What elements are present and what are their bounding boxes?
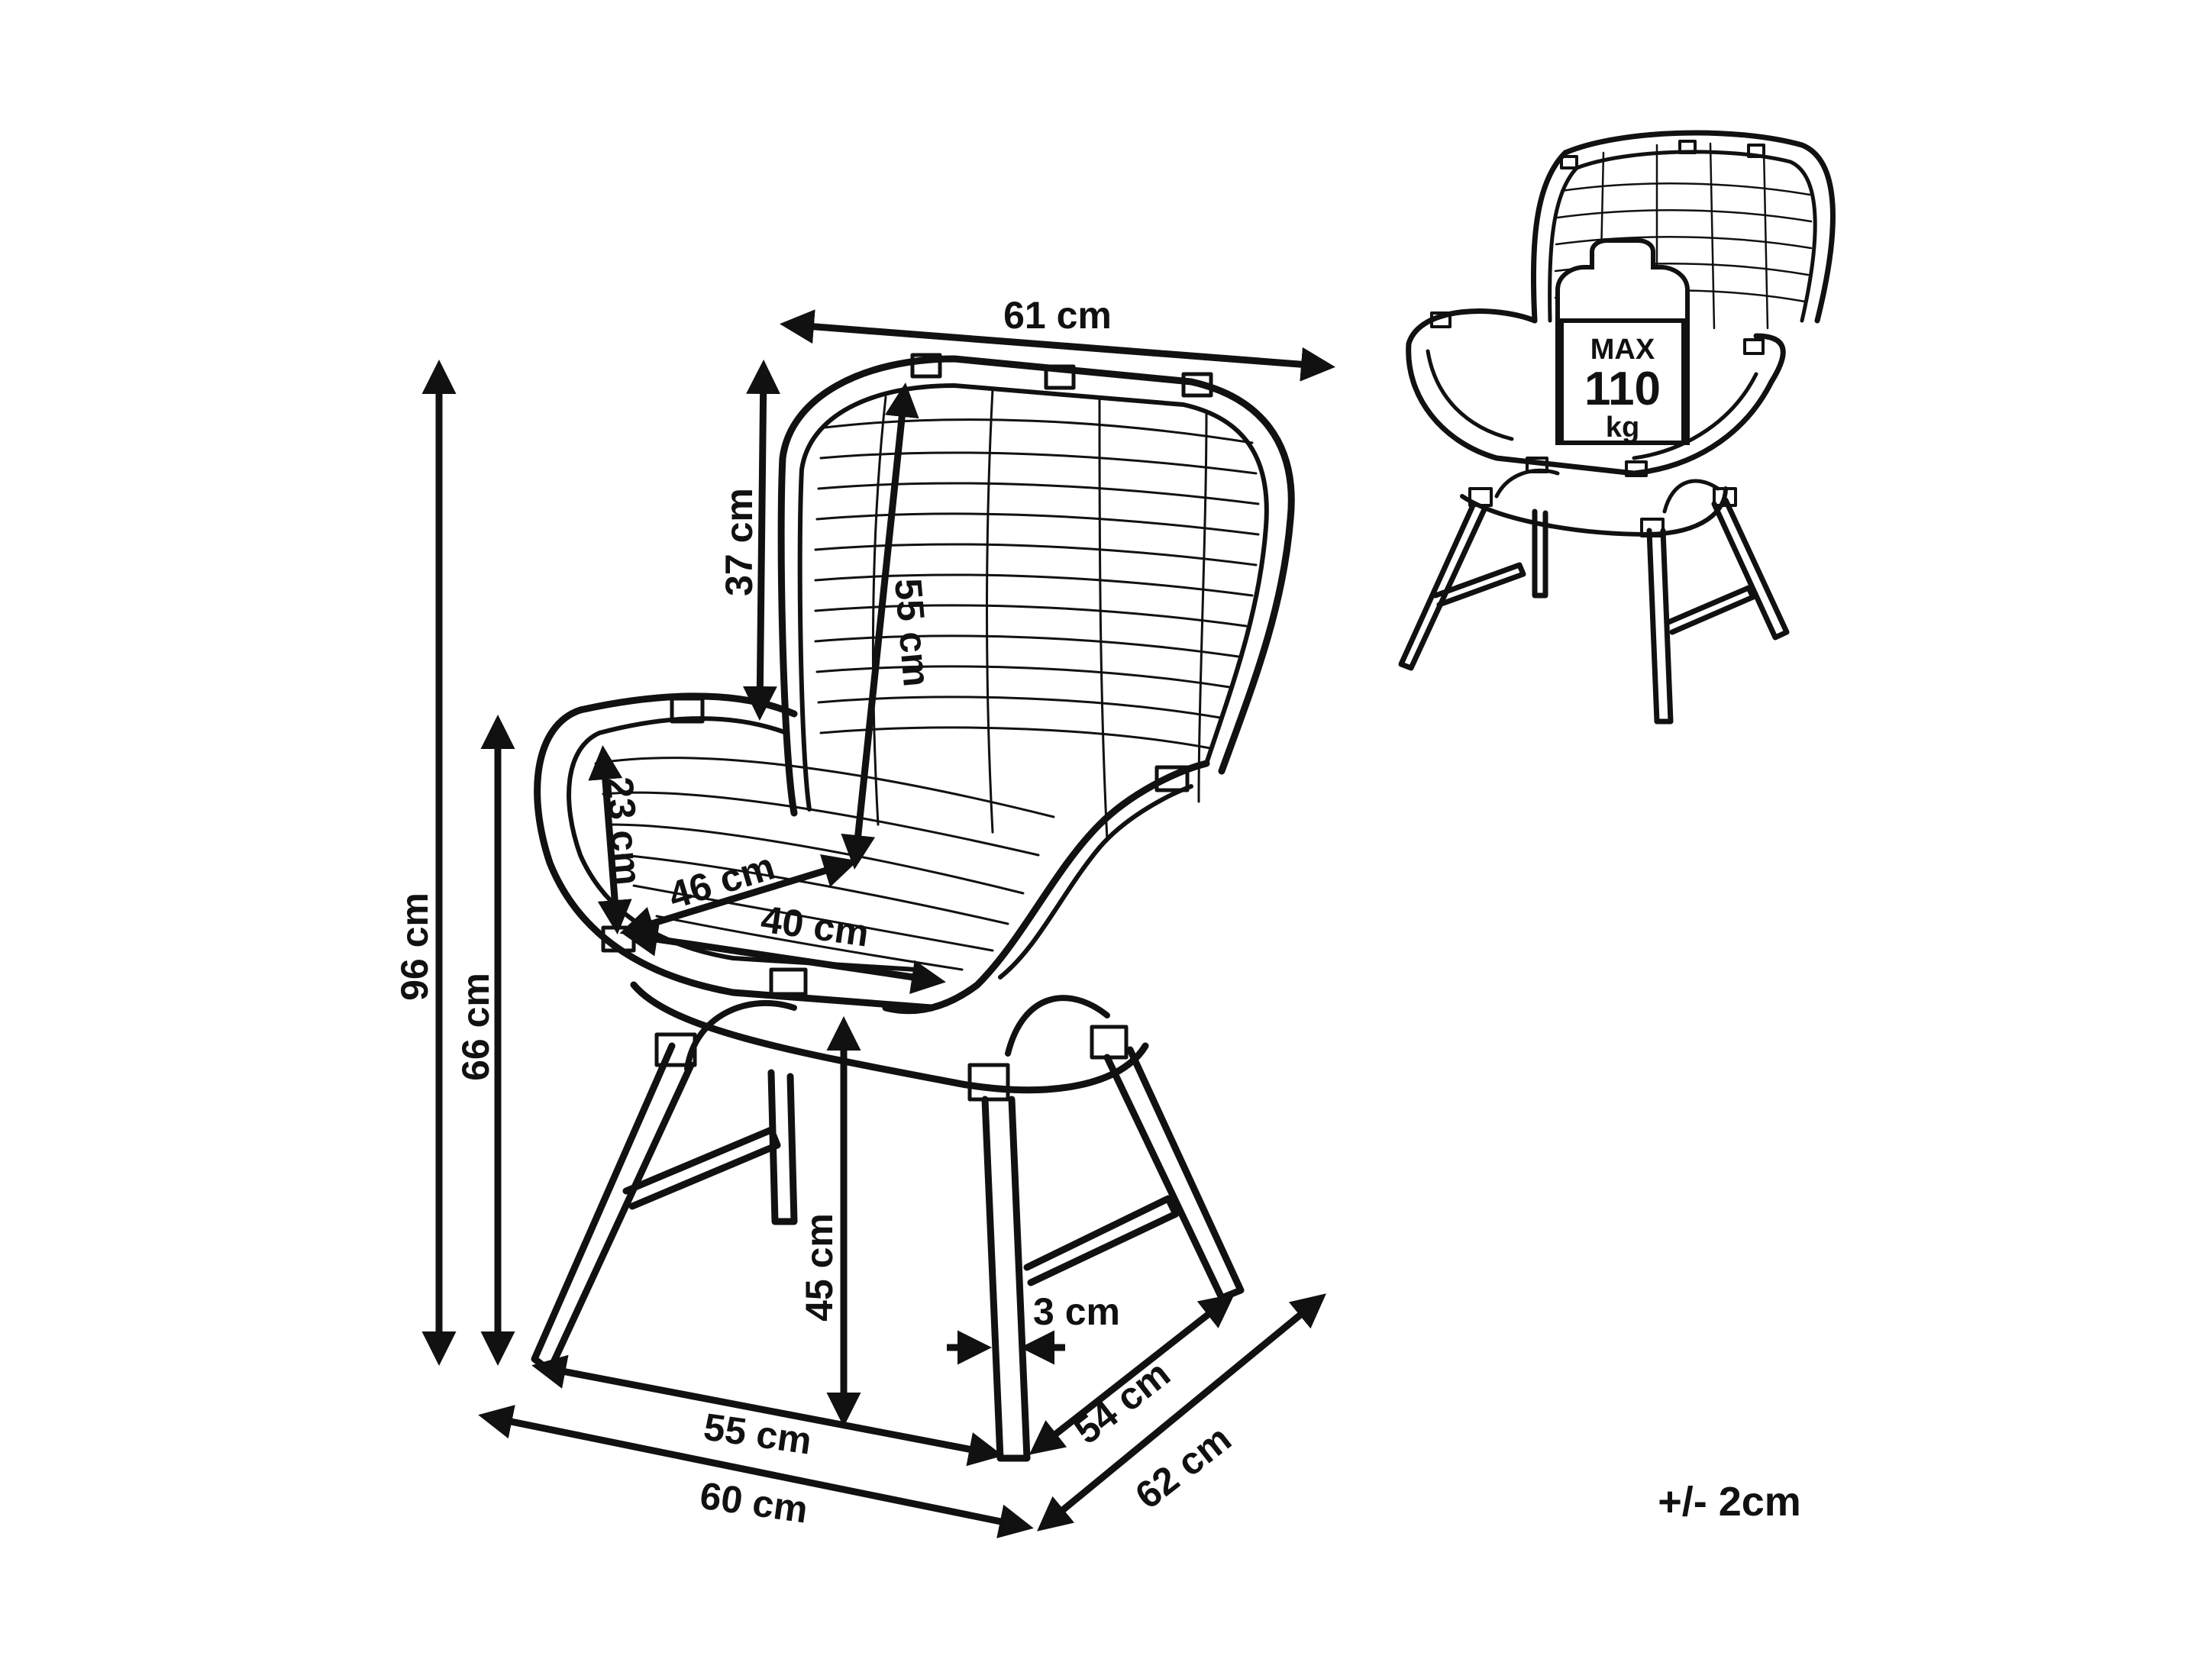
right-arm-inner [998,784,1193,980]
label-total-height: 96 cm [393,892,436,1001]
label-leg-thickness: 3 cm [1033,1290,1120,1333]
weight-icon: MAX 110 kg [1555,238,1690,445]
max-load-line1: MAX [1590,334,1655,366]
label-seat-depth: 46 cm [664,844,780,917]
label-armrest-height: 66 cm [454,973,497,1081]
max-load-line3: kg [1606,412,1639,444]
label-seat-height: 45 cm [798,1213,841,1322]
backrest-inner-frame [797,383,1269,812]
dimension-lines [421,309,1335,1538]
dim-line-total-depth [1037,1293,1326,1532]
max-load-line2: 110 [1584,363,1661,415]
label-top-width: 61 cm [1003,294,1112,337]
label-inner-back: 55 cm [886,576,938,688]
dim-line-top-width [780,309,1335,382]
dim-line-inner-back [841,382,919,870]
right-arm-frame [882,760,1210,1015]
dim-line-backrest-height [742,360,781,721]
seat-support-ring [630,981,1149,1094]
label-arm-inner: 23 cm [598,775,650,886]
label-seat-width: 40 cm [758,898,871,955]
seat-support-arch [684,995,1110,1072]
label-backrest-height: 37 cm [718,488,760,596]
dim-line-arm-inner [588,745,632,934]
dim-line-seat-depth [619,854,858,941]
tolerance-note: +/- 2cm [1658,1479,1801,1525]
main-chair-drawing [531,353,1295,1462]
dim-line-seat-width [623,922,946,994]
label-base-depth: 54 cm [1066,1352,1177,1452]
left-arm-frame [534,692,935,1012]
label-total-depth: 62 cm [1127,1417,1238,1517]
dim-line-total-width [478,1405,1034,1538]
